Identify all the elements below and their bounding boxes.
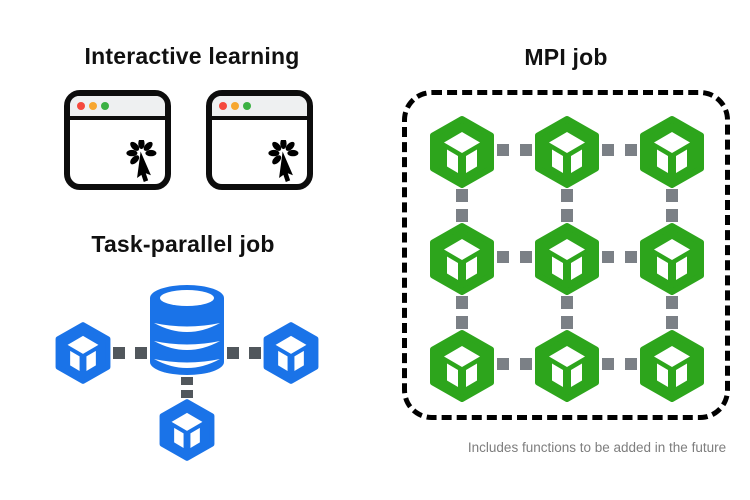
cube-node-icon xyxy=(637,329,707,403)
browser-titlebar xyxy=(212,96,307,120)
cube-node-icon xyxy=(427,329,497,403)
mpi-dashed-container xyxy=(402,90,730,420)
cube-node-icon xyxy=(427,222,497,296)
yellow-dot-icon xyxy=(89,102,97,110)
cube-node-icon xyxy=(261,321,321,385)
cube-node-icon xyxy=(53,321,113,385)
connector xyxy=(602,358,637,370)
connector xyxy=(497,358,532,370)
connector xyxy=(666,296,678,329)
mpi-job-title: MPI job xyxy=(524,44,608,70)
connector xyxy=(456,189,468,222)
cube-node-icon xyxy=(532,115,602,189)
connector xyxy=(602,144,637,156)
connector xyxy=(181,377,193,398)
mpi-caption: Includes functions to be added in the fu… xyxy=(467,440,727,455)
red-dot-icon xyxy=(77,102,85,110)
yellow-dot-icon xyxy=(231,102,239,110)
connector xyxy=(113,347,147,359)
red-dot-icon xyxy=(219,102,227,110)
browser-body xyxy=(70,120,165,184)
cube-node-icon xyxy=(532,222,602,296)
connector xyxy=(227,347,261,359)
green-dot-icon xyxy=(243,102,251,110)
cube-node-icon xyxy=(157,398,217,462)
database-icon xyxy=(147,283,227,377)
click-cursor-icon xyxy=(266,140,304,182)
connector xyxy=(561,296,573,329)
browser-window-icon xyxy=(64,90,171,190)
browser-window-icon xyxy=(206,90,313,190)
cube-node-icon xyxy=(637,115,707,189)
connector xyxy=(497,251,532,263)
task-parallel-title: Task-parallel job xyxy=(91,231,275,257)
cube-node-icon xyxy=(427,115,497,189)
connector xyxy=(602,251,637,263)
connector xyxy=(497,144,532,156)
connector xyxy=(456,296,468,329)
click-cursor-icon xyxy=(124,140,162,182)
connector xyxy=(666,189,678,222)
cube-node-icon xyxy=(637,222,707,296)
browser-body xyxy=(212,120,307,184)
cube-node-icon xyxy=(532,329,602,403)
interactive-learning-title: Interactive learning xyxy=(84,43,300,69)
green-dot-icon xyxy=(101,102,109,110)
browser-titlebar xyxy=(70,96,165,120)
connector xyxy=(561,189,573,222)
